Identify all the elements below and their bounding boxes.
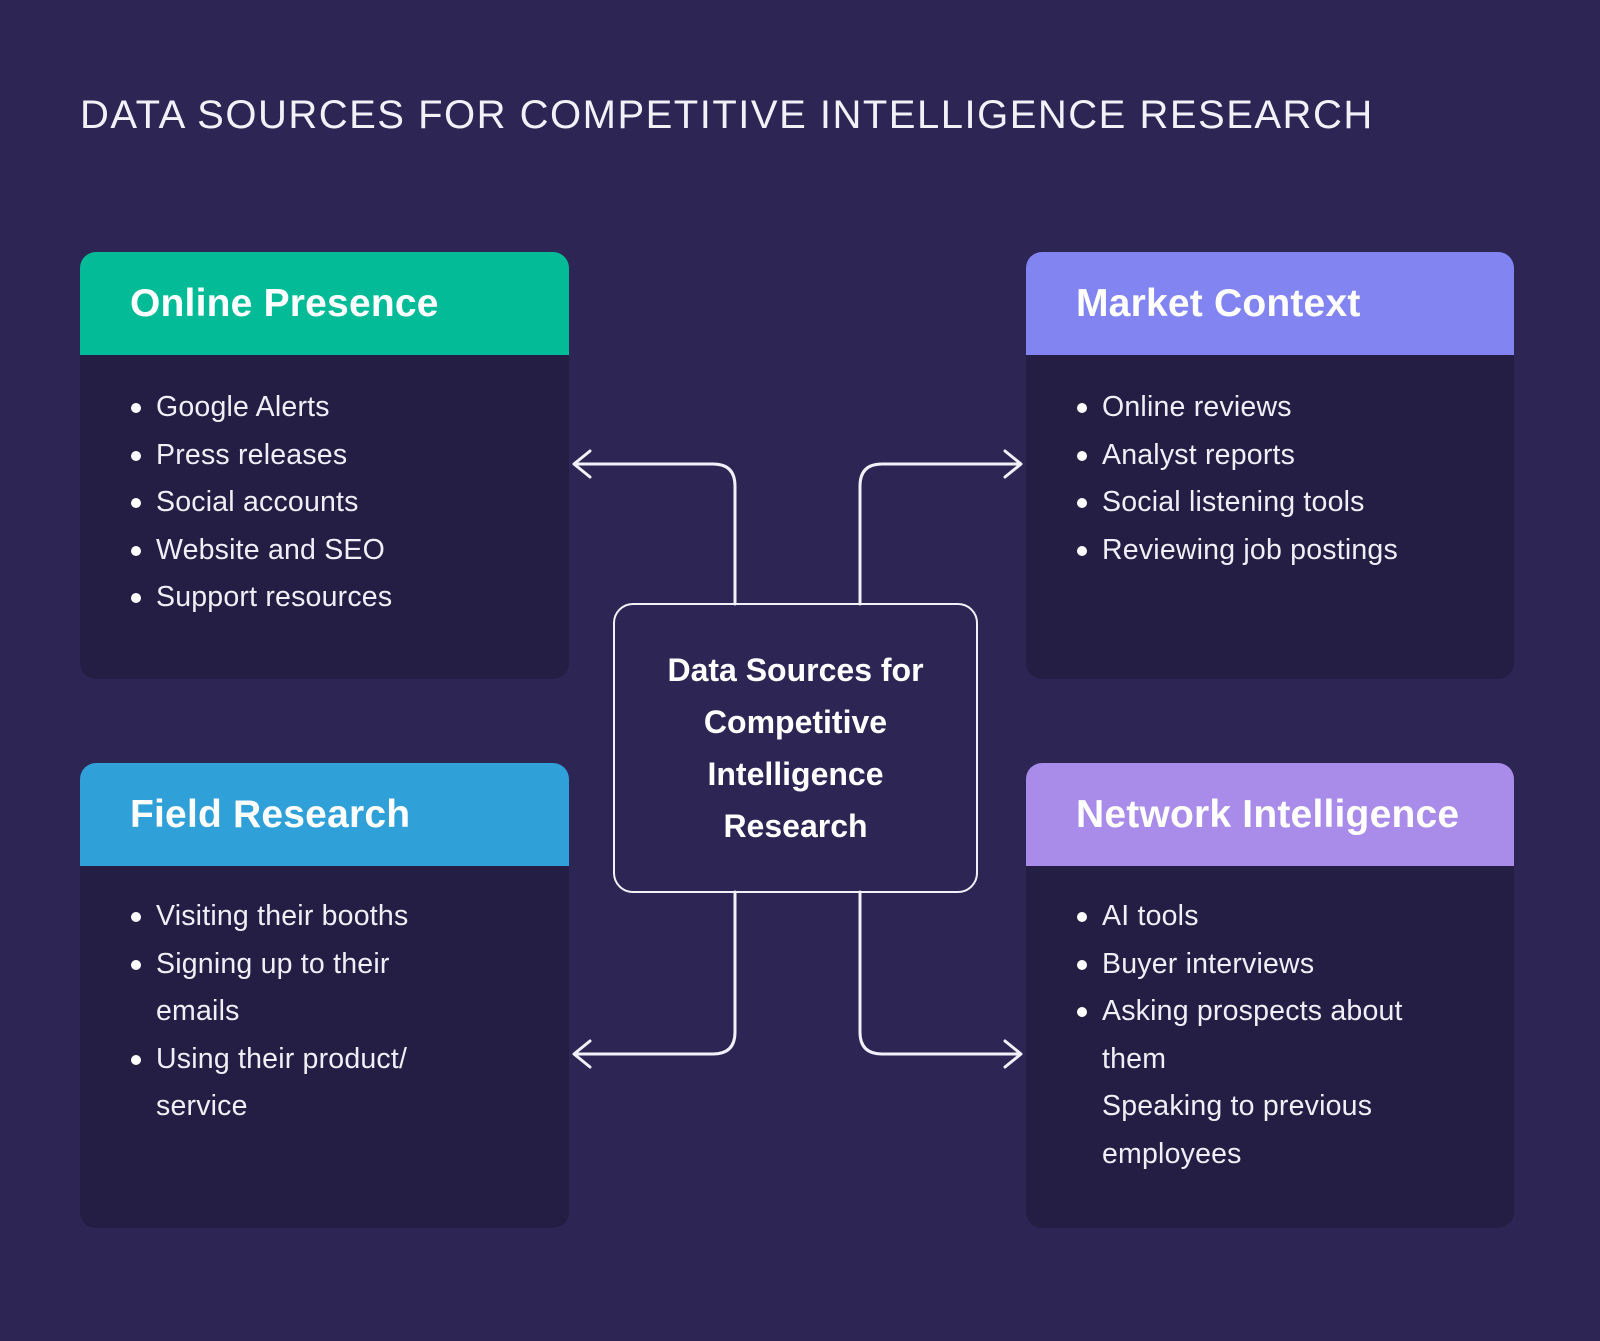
card-market-context-list: Online reviews Analyst reports Social li… — [1026, 355, 1514, 574]
card-field-research-list: Visiting their booths Signing up to thei… — [80, 866, 569, 1131]
list-item: Speaking to previous employees — [1076, 1083, 1480, 1178]
list-item-line: Signing up to their — [156, 947, 390, 980]
center-node-line: Data Sources for — [667, 652, 924, 688]
list-item-line: Buyer interviews — [1102, 947, 1315, 980]
list-item: Analyst reports — [1076, 432, 1480, 480]
list-item-line: Social listening tools — [1102, 486, 1365, 518]
list-item-line: Visiting their booths — [156, 900, 409, 932]
list-item-line: employees — [1102, 1137, 1242, 1170]
list-item-line: Google Alerts — [156, 391, 330, 423]
card-market-context: Market Context Online reviews Analyst re… — [1026, 252, 1514, 679]
list-item-line: Using their product/ — [156, 1042, 408, 1075]
list-item: Press releases — [130, 432, 535, 480]
list-item: AI tools — [1076, 893, 1480, 941]
card-online-presence-header: Online Presence — [80, 252, 569, 355]
list-item-line: service — [156, 1090, 248, 1122]
list-item-line: Website and SEO — [156, 533, 386, 566]
center-node-line: Intelligence — [707, 756, 884, 792]
center-node-line: Competitive — [703, 704, 888, 740]
list-item-line: Support resources — [156, 581, 393, 613]
list-item: Online reviews — [1076, 384, 1480, 432]
list-item-line: AI tools — [1102, 900, 1199, 932]
center-node-line: Research — [723, 808, 868, 844]
card-market-context-header: Market Context — [1026, 252, 1514, 355]
card-title: Market Context — [1076, 281, 1361, 325]
list-item-line: Analyst reports — [1102, 438, 1296, 471]
card-online-presence: Online Presence Google Alerts Press rele… — [80, 252, 569, 679]
card-online-presence-list: Google Alerts Press releases Social acco… — [80, 355, 569, 622]
list-item-line: Online reviews — [1102, 391, 1292, 423]
card-title: Field Research — [130, 792, 411, 836]
card-network-intelligence-list: AI tools Buyer interviews Asking prospec… — [1026, 866, 1514, 1178]
center-node-label: Data Sources for Competitive Intelligenc… — [667, 644, 923, 852]
list-item: Social accounts — [130, 479, 535, 527]
arrow-center-to-market-context — [858, 449, 1023, 606]
list-item: Signing up to their emails — [130, 941, 535, 1036]
list-item: Website and SEO — [130, 527, 535, 575]
page-title: DATA SOURCES FOR COMPETITIVE INTELLIGENC… — [80, 93, 1374, 137]
card-title: Network Intelligence — [1076, 792, 1460, 836]
arrow-center-to-online-presence — [572, 449, 737, 606]
list-item: Reviewing job postings — [1076, 527, 1480, 575]
card-network-intelligence-header: Network Intelligence — [1026, 763, 1514, 866]
list-item: Buyer interviews — [1076, 941, 1480, 989]
list-item-line: Speaking to previous — [1102, 1090, 1373, 1122]
list-item-line: Social accounts — [156, 486, 359, 518]
list-item-line: them — [1102, 1042, 1167, 1075]
list-item-line: Press releases — [156, 438, 348, 471]
list-item-line: Asking prospects about — [1102, 995, 1403, 1027]
card-network-intelligence: Network Intelligence AI tools Buyer inte… — [1026, 763, 1514, 1228]
list-item: Visiting their booths — [130, 893, 535, 941]
list-item: Social listening tools — [1076, 479, 1480, 527]
list-item: Google Alerts — [130, 384, 535, 432]
list-item-line: Reviewing job postings — [1102, 533, 1398, 566]
arrow-center-to-network-intelligence — [858, 890, 1023, 1069]
center-node: Data Sources for Competitive Intelligenc… — [613, 603, 978, 893]
list-item: Asking prospects about them — [1076, 988, 1480, 1083]
card-field-research: Field Research Visiting their booths Sig… — [80, 763, 569, 1228]
list-item: Support resources — [130, 574, 535, 622]
list-item: Using their product/ service — [130, 1036, 535, 1131]
card-title: Online Presence — [130, 281, 439, 325]
arrow-center-to-field-research — [572, 890, 737, 1069]
list-item-line: emails — [156, 995, 240, 1027]
card-field-research-header: Field Research — [80, 763, 569, 866]
